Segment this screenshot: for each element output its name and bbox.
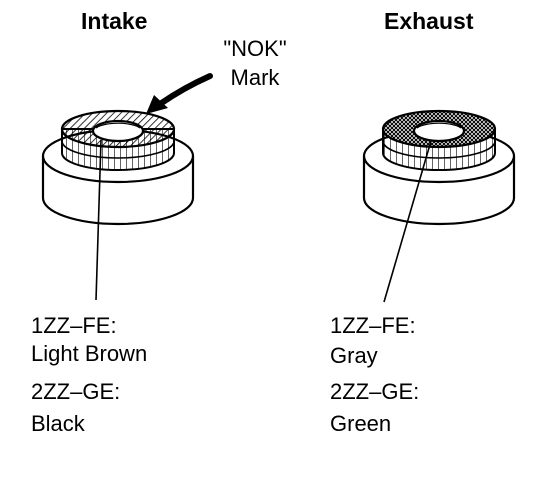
nok-mark-callout: "NOK" Mark (212, 34, 298, 92)
intake-heading: Intake (81, 8, 148, 34)
nok-callout-line1: "NOK" (223, 36, 287, 61)
exhaust-label-engine-2: 2ZZ–GE: (330, 379, 420, 404)
exhaust-seal (362, 109, 516, 303)
intake-label-color-2: Black (31, 411, 85, 436)
nok-arrow-shaft (157, 73, 213, 107)
exhaust-label-color-1: Gray (330, 343, 378, 368)
intake-label-engine-2: 2ZZ–GE: (31, 379, 121, 404)
exhaust-label-engine-1: 1ZZ–FE: (330, 313, 416, 338)
exhaust-label-color-2: Green (330, 411, 392, 436)
nok-callout-line2: Mark (230, 65, 280, 90)
intake-label-engine-1: 1ZZ–FE: (31, 313, 117, 338)
exhaust-heading: Exhaust (384, 8, 474, 34)
nok-arrow-head (146, 95, 168, 114)
intake-seal-bore (91, 119, 145, 143)
exhaust-seal-bore (412, 119, 466, 143)
exhaust-leader-line (383, 140, 432, 303)
intake-leader-line (95, 139, 102, 301)
intake-label-color-1: Light Brown (31, 341, 148, 366)
intake-seal (41, 73, 213, 301)
